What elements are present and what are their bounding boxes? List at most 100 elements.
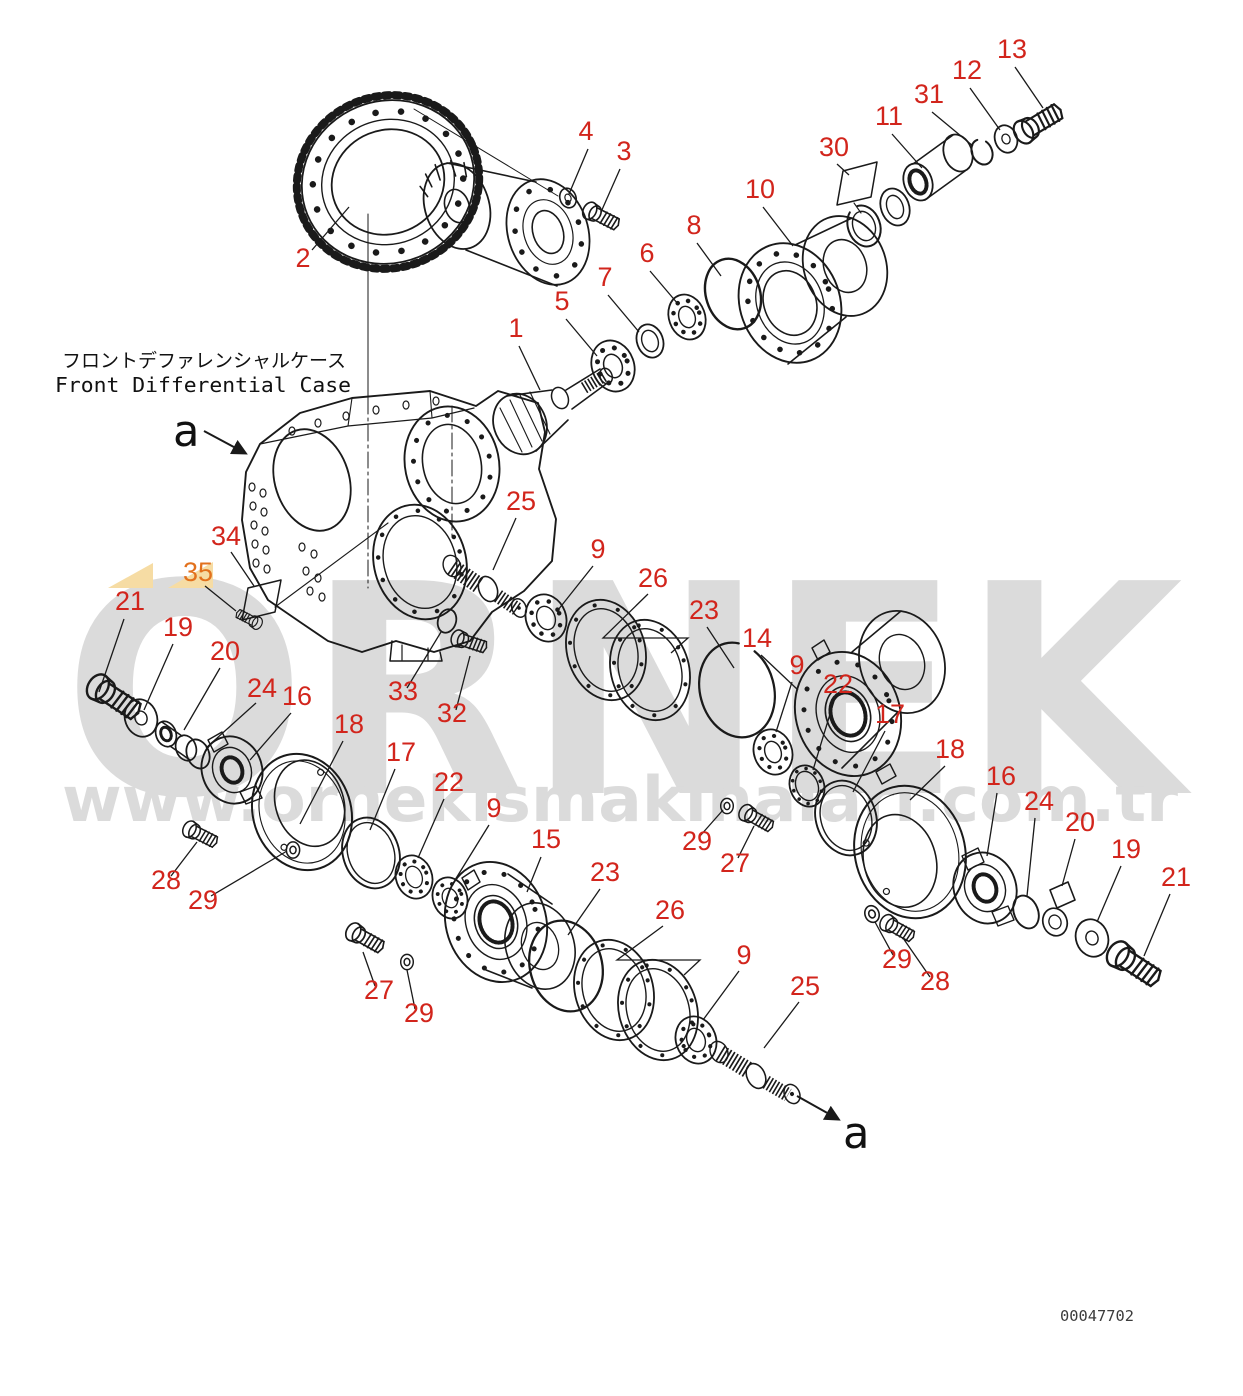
leader-line-7 xyxy=(607,294,640,333)
callout-16: 16 xyxy=(986,761,1016,791)
bolt-27-left xyxy=(341,919,389,958)
o-ring-33 xyxy=(436,608,458,634)
spacer-20-left xyxy=(154,720,198,762)
leader-line-9 xyxy=(454,824,490,881)
leader-line-9 xyxy=(557,565,594,611)
snap-ring-23-right xyxy=(698,641,776,739)
callout-numbers: 2431576810301131121334353332259262314922… xyxy=(115,34,1191,1028)
sun-shaft-25-upper xyxy=(442,554,528,618)
figure-number: 00047702 xyxy=(1060,1307,1134,1325)
bearing-9-right xyxy=(752,728,794,776)
leader-line-25 xyxy=(492,517,517,571)
callout-19: 19 xyxy=(163,612,193,642)
leader-line-21 xyxy=(98,618,125,693)
callout-5: 5 xyxy=(554,286,569,316)
carrier-16-right xyxy=(952,847,1018,927)
leader-line-18 xyxy=(299,740,344,825)
leader-line-32 xyxy=(455,655,471,711)
leader-line-22 xyxy=(417,798,445,859)
callout-20: 20 xyxy=(1065,807,1095,837)
callout-26: 26 xyxy=(638,563,668,593)
leader-line-10 xyxy=(762,206,794,247)
bearing-ring-22-right xyxy=(788,764,826,808)
callout-4: 4 xyxy=(578,116,593,146)
leader-line-11 xyxy=(891,133,923,169)
callout-21: 21 xyxy=(115,586,145,616)
leader-line-8 xyxy=(696,242,722,277)
leader-line-19 xyxy=(1096,865,1122,923)
ring-17-right xyxy=(814,779,878,857)
leader-line-29 xyxy=(874,921,894,956)
title-japanese: フロントデファレンシャルケース xyxy=(62,350,346,372)
leader-line-3 xyxy=(600,168,621,213)
nut-29-lower-left xyxy=(399,953,415,971)
leader-line-26 xyxy=(615,925,702,976)
leader-line-9 xyxy=(775,681,793,733)
washer-19-right xyxy=(1074,918,1110,958)
differential-case-assembly xyxy=(419,159,591,287)
callout-23: 23 xyxy=(689,595,719,625)
callout-33: 33 xyxy=(388,676,418,706)
callout-25: 25 xyxy=(790,971,820,1001)
leader-line-20 xyxy=(1061,838,1076,887)
bolt-21-right xyxy=(1101,936,1167,993)
callout-21: 21 xyxy=(1161,862,1191,892)
gasket-26-lower-a xyxy=(573,938,655,1042)
leader-line-17 xyxy=(852,730,886,793)
bearing-cage-10 xyxy=(737,215,889,365)
gasket-26-upper-b xyxy=(609,618,691,722)
leader-line-28 xyxy=(902,937,931,978)
callout-16: 16 xyxy=(282,681,312,711)
callout-26: 26 xyxy=(655,895,685,925)
callout-15: 15 xyxy=(531,824,561,854)
callout-17: 17 xyxy=(875,699,905,729)
callout-11: 11 xyxy=(875,101,903,131)
callout-18: 18 xyxy=(334,709,364,739)
leader-line-29 xyxy=(406,969,416,1010)
callout-28: 28 xyxy=(920,966,950,996)
callout-19: 19 xyxy=(1111,834,1141,864)
callout-29: 29 xyxy=(188,885,218,915)
callout-7: 7 xyxy=(597,262,612,292)
callout-30: 30 xyxy=(819,132,849,162)
diagram-titles: フロントデファレンシャルケース Front Differential Case … xyxy=(55,350,1134,1325)
ring-gear xyxy=(292,91,484,273)
callout-32: 32 xyxy=(437,698,467,728)
callout-1: 1 xyxy=(508,313,523,343)
leader-line-25 xyxy=(763,1001,800,1049)
bearing-9-lower xyxy=(674,1015,718,1065)
callout-18: 18 xyxy=(935,734,965,764)
leader-line-27 xyxy=(362,951,376,987)
carrier-16-left xyxy=(200,731,264,805)
callout-27: 27 xyxy=(364,975,394,1005)
leader-line-34 xyxy=(230,551,255,587)
callout-35: 35 xyxy=(183,557,213,587)
bearing-22-left xyxy=(394,854,434,900)
callout-9: 9 xyxy=(590,534,605,564)
nut-29-right xyxy=(861,902,883,926)
sun-shaft-25-lower xyxy=(709,1040,801,1105)
leader-line-17 xyxy=(369,768,396,831)
callout-13: 13 xyxy=(997,34,1027,64)
section-label-1: a xyxy=(173,406,200,457)
callout-23: 23 xyxy=(590,857,620,887)
leader-line-26 xyxy=(601,593,690,654)
bolt-28-right xyxy=(876,911,919,946)
brake-drum-18-left xyxy=(250,752,354,872)
callout-12: 12 xyxy=(952,55,982,85)
oval-washer-24-right xyxy=(1012,894,1040,930)
leader-line-28 xyxy=(170,841,198,877)
spacer-20-right xyxy=(1041,881,1076,937)
hub-14 xyxy=(793,609,946,785)
front-differential-case-housing xyxy=(241,390,557,662)
leader-line-23 xyxy=(706,626,735,669)
leader-line-15 xyxy=(526,856,542,893)
callout-8: 8 xyxy=(686,210,701,240)
callout-6: 6 xyxy=(639,238,654,268)
leader-line-16 xyxy=(249,712,292,761)
leader-line-4 xyxy=(568,148,589,195)
leader-line-33 xyxy=(406,631,442,689)
leader-lines xyxy=(98,66,1171,1049)
bevel-pinion xyxy=(492,367,614,456)
